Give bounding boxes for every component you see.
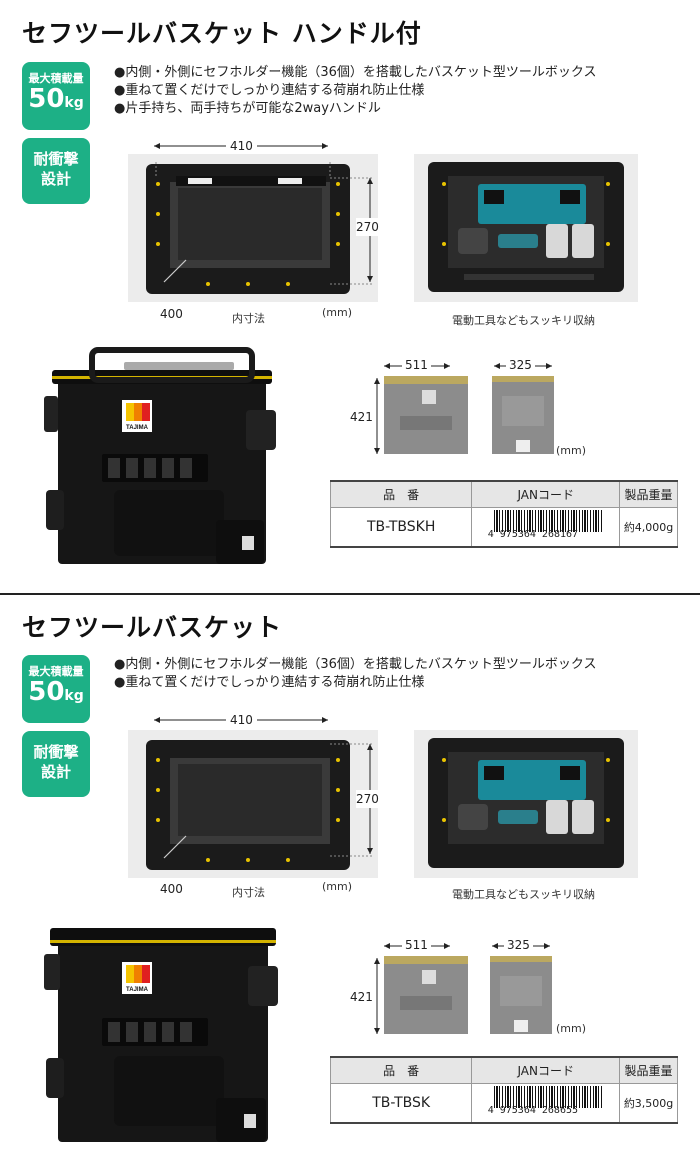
inner-dimension-photo bbox=[128, 730, 378, 878]
box-with-tools-image bbox=[428, 738, 624, 868]
open-box-top-view bbox=[146, 149, 372, 294]
impact-line2: 設計 bbox=[40, 170, 71, 188]
product-title: セフツールバスケット bbox=[22, 613, 283, 642]
outer-unit-label: (mm) bbox=[556, 1022, 587, 1035]
max-load-value: 50kg bbox=[28, 677, 84, 707]
tools-photo bbox=[414, 154, 638, 302]
header-weight: 製品重量 bbox=[619, 480, 678, 508]
spec-table: 品 番 JANコード 製品重量 TB-TBSK 4 975364 268655 … bbox=[329, 1056, 678, 1124]
jan-code: 4 975364 268167 bbox=[487, 529, 579, 541]
jan-barcode: 4 975364 268167 bbox=[471, 506, 621, 548]
outer-height-label: 421 bbox=[350, 408, 373, 426]
feature-item: ●重ねて置くだけでしっかり連結する荷崩れ防止仕様 bbox=[114, 675, 425, 690]
feature-list: ●内側・外側にセフホルダー機能（36個）を搭載したバスケット型ツールボックス ●… bbox=[114, 64, 684, 118]
product-weight: 約4,000g bbox=[619, 506, 678, 548]
impact-badge: 耐衝撃 設計 bbox=[22, 731, 90, 797]
inner-width-label: 410 bbox=[226, 139, 257, 153]
model-number: TB-TBSK bbox=[329, 1082, 473, 1124]
inner-depth-label: 400 bbox=[160, 882, 183, 896]
inner-caption: 内寸法 bbox=[232, 312, 265, 325]
table-row: TB-TBSKH 4 975364 268167 約4,000g bbox=[329, 506, 678, 548]
outer-depth-label: 325 bbox=[504, 938, 533, 952]
max-load-label: 最大積載量 bbox=[28, 665, 84, 678]
feature-item: ●内側・外側にセフホルダー機能（36個）を搭載したバスケット型ツールボックス bbox=[114, 657, 597, 672]
unit-label: (mm) bbox=[322, 880, 353, 893]
inner-depth-label: 400 bbox=[160, 307, 183, 321]
box-with-tools-image bbox=[428, 162, 624, 292]
product-image-basket: TAJIMA bbox=[44, 928, 278, 1142]
tools-photo bbox=[414, 730, 638, 878]
jan-barcode: 4 975364 268655 bbox=[471, 1082, 621, 1124]
unit-label: (mm) bbox=[322, 306, 353, 319]
impact-line1: 耐衝撃 bbox=[33, 743, 79, 761]
outer-height-line bbox=[374, 378, 380, 454]
feature-item: ●内側・外側にセフホルダー機能（36個）を搭載したバスケット型ツールボックス bbox=[114, 65, 597, 80]
outer-height-label: 421 bbox=[350, 988, 373, 1006]
max-load-badge: 最大積載量 50kg bbox=[22, 62, 90, 130]
header-weight: 製品重量 bbox=[619, 1056, 678, 1084]
outer-width-label: 511 bbox=[402, 938, 431, 952]
barcode-icon: 4 975364 268655 bbox=[488, 1085, 604, 1117]
jan-code: 4 975364 268655 bbox=[487, 1105, 579, 1117]
feature-item: ●片手持ち、両手持ちが可能な2wayハンドル bbox=[114, 101, 381, 116]
tools-caption: 電動工具などもスッキリ収納 bbox=[452, 888, 595, 901]
product-image-with-handle: TAJIMA bbox=[44, 347, 276, 564]
table-row: TB-TBSK 4 975364 268655 約3,500g bbox=[329, 1082, 678, 1124]
brand-logo-text: TAJIMA bbox=[126, 987, 149, 993]
inner-caption: 内寸法 bbox=[232, 886, 265, 899]
brand-logo-text: TAJIMA bbox=[126, 425, 149, 431]
product-weight: 約3,500g bbox=[619, 1082, 678, 1124]
outer-height-line bbox=[374, 958, 380, 1034]
outer-box-silhouettes bbox=[384, 376, 554, 454]
tools-caption: 電動工具などもスッキリ収納 bbox=[452, 314, 595, 327]
inner-height-label: 270 bbox=[356, 218, 379, 236]
max-load-value: 50kg bbox=[28, 84, 84, 114]
header-jan: JANコード bbox=[471, 1056, 621, 1084]
impact-line2: 設計 bbox=[40, 763, 71, 781]
header-model: 品 番 bbox=[329, 1056, 473, 1084]
product-title: セフツールバスケット ハンドル付 bbox=[22, 19, 422, 48]
spec-table: 品 番 JANコード 製品重量 TB-TBSKH 4 975364 268167… bbox=[329, 480, 678, 548]
max-load-label: 最大積載量 bbox=[28, 72, 84, 85]
outer-box-silhouettes bbox=[384, 956, 552, 1034]
outer-width-label: 511 bbox=[402, 358, 431, 372]
model-number: TB-TBSKH bbox=[329, 506, 473, 548]
barcode-icon: 4 975364 268167 bbox=[488, 509, 604, 541]
outer-depth-label: 325 bbox=[506, 358, 535, 372]
feature-item: ●重ねて置くだけでしっかり連結する荷崩れ防止仕様 bbox=[114, 83, 425, 98]
impact-line1: 耐衝撃 bbox=[33, 150, 79, 168]
feature-list: ●内側・外側にセフホルダー機能（36個）を搭載したバスケット型ツールボックス ●… bbox=[114, 656, 684, 692]
open-box-top-view bbox=[146, 740, 372, 870]
inner-height-label: 270 bbox=[356, 790, 379, 808]
section-divider bbox=[0, 593, 700, 595]
outer-unit-label: (mm) bbox=[556, 444, 587, 457]
max-load-badge: 最大積載量 50kg bbox=[22, 655, 90, 723]
header-jan: JANコード bbox=[471, 480, 621, 508]
inner-width-label: 410 bbox=[226, 713, 257, 727]
impact-badge: 耐衝撃 設計 bbox=[22, 138, 90, 204]
header-model: 品 番 bbox=[329, 480, 473, 508]
inner-dimension-photo bbox=[128, 149, 378, 302]
